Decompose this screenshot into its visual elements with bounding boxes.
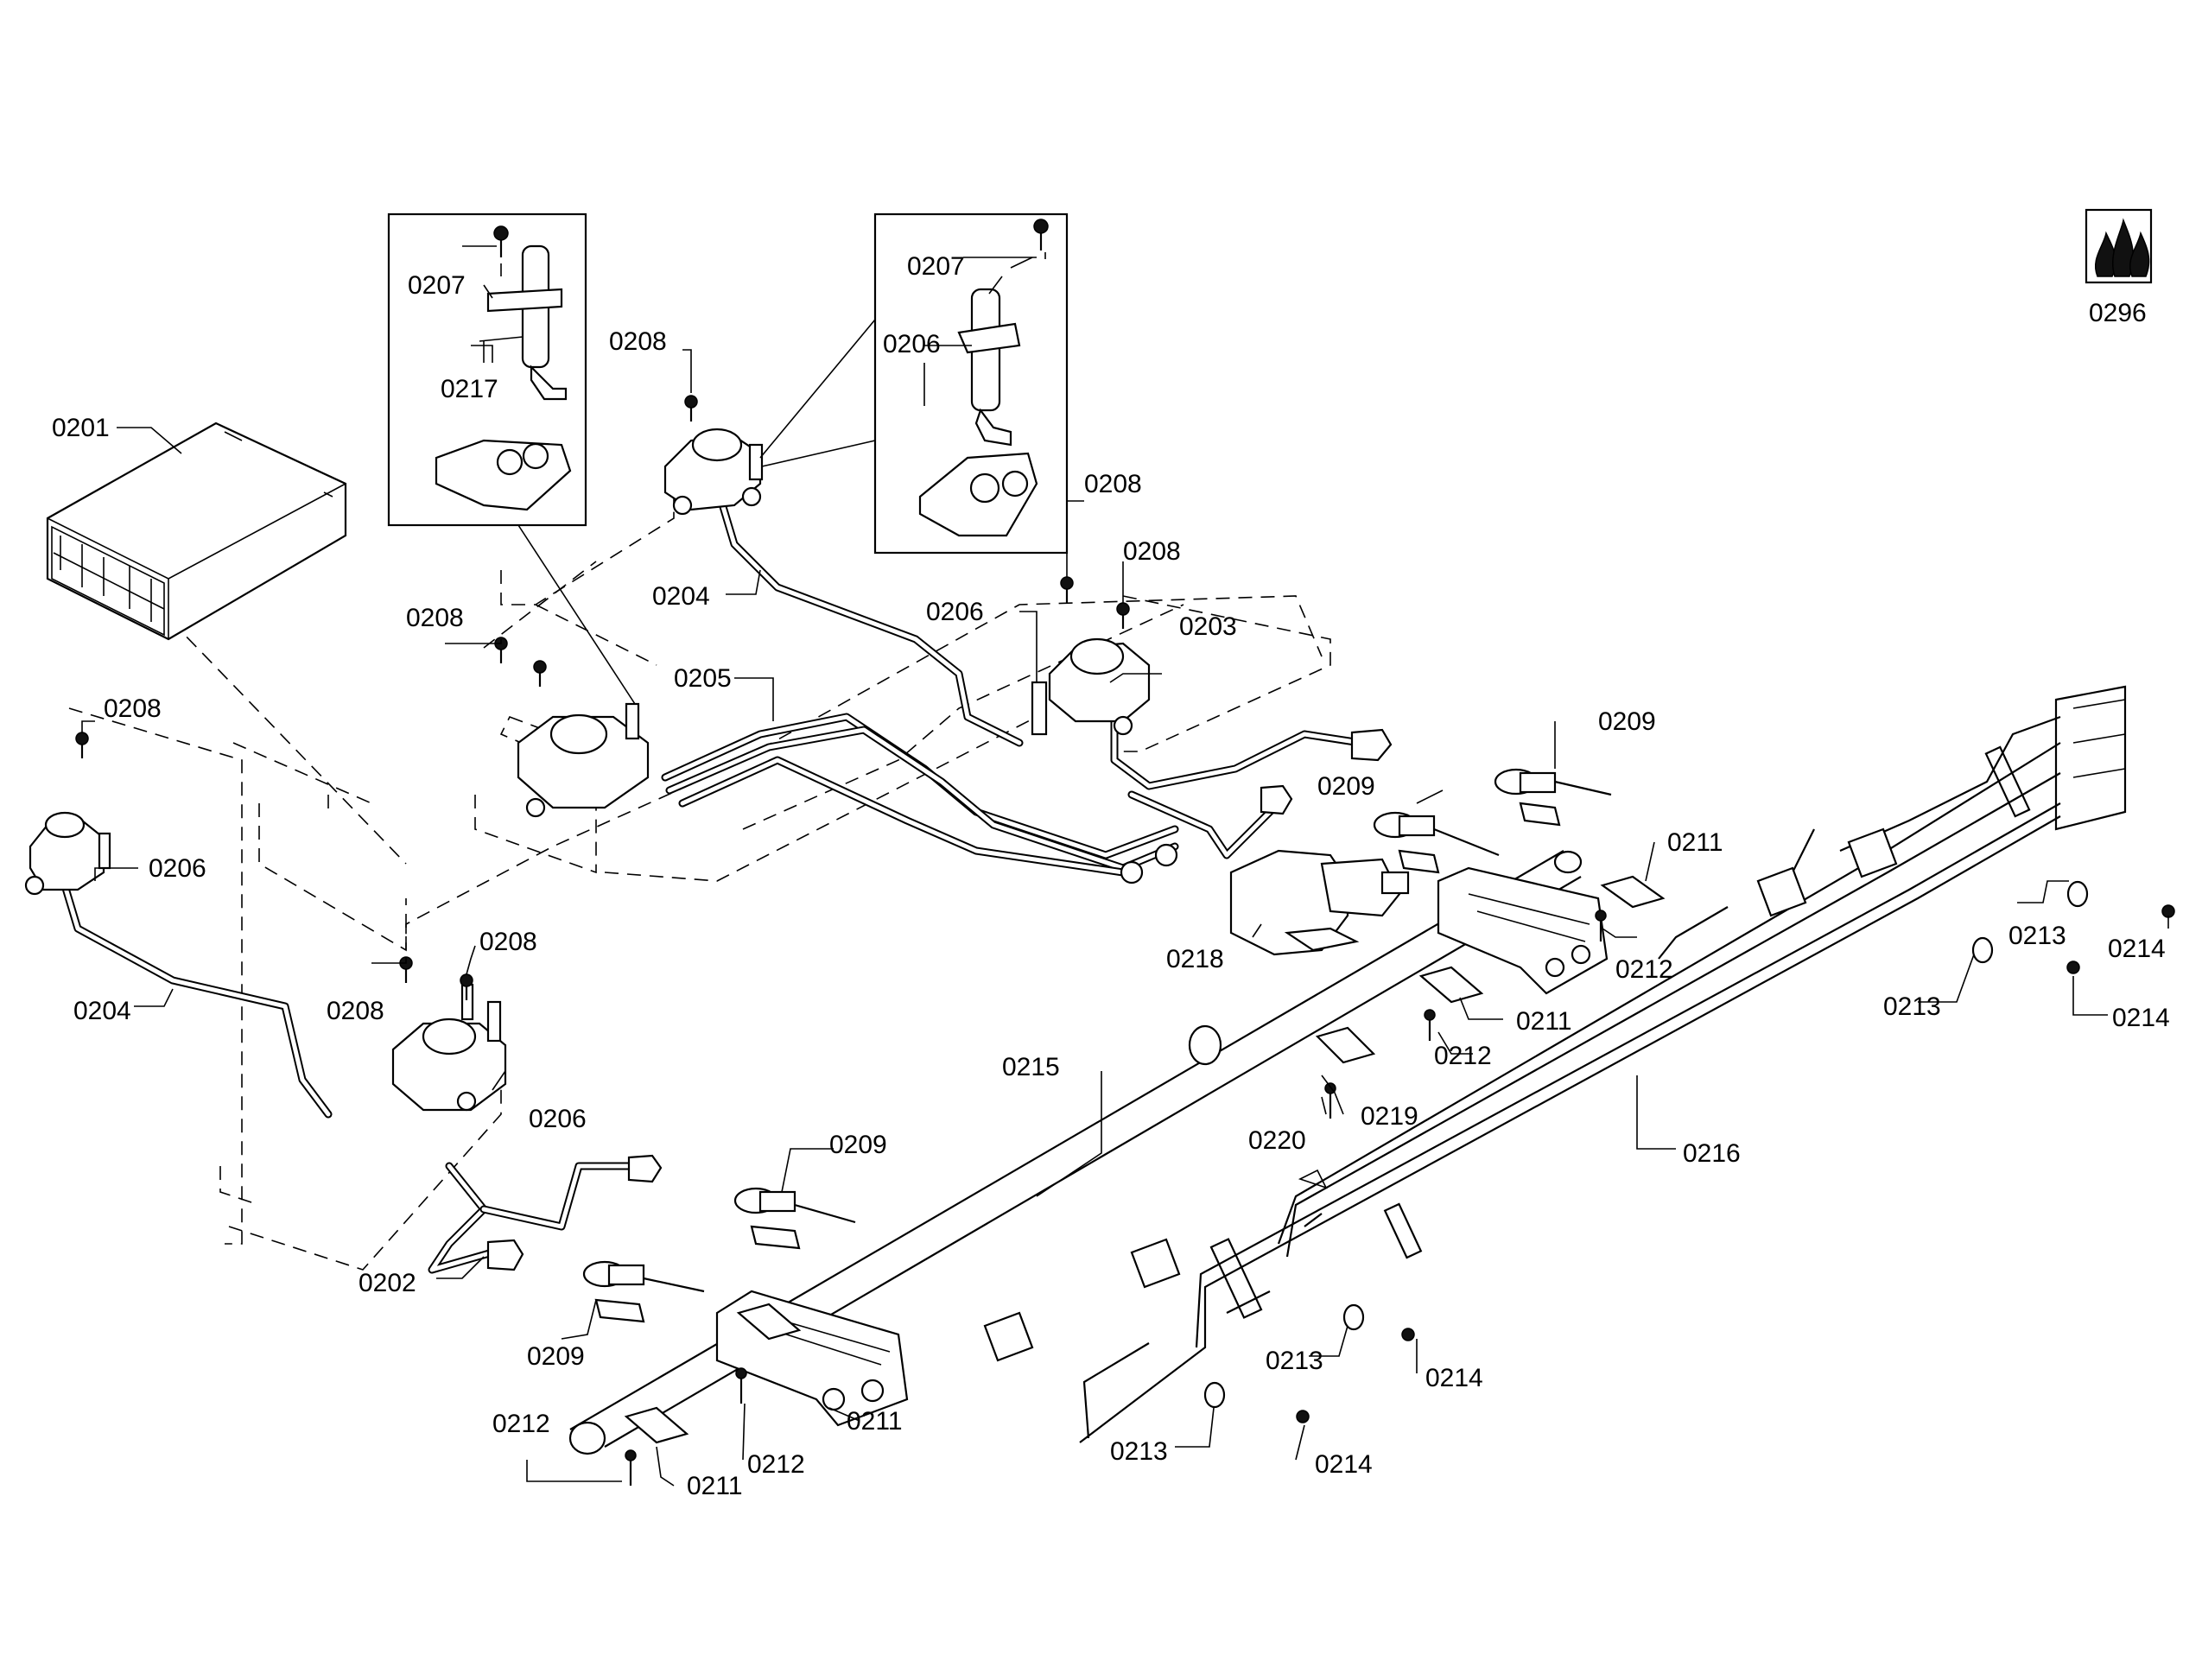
- callout-0211: 0211: [1516, 1007, 1572, 1036]
- callout-0209: 0209: [1317, 772, 1375, 801]
- callout-0213: 0213: [2008, 922, 2066, 950]
- callout-0204: 0204: [652, 582, 710, 611]
- callout-0213: 0213: [1266, 1347, 1323, 1375]
- callout-labels: 0201 0202 0203 0204 0204 0205 0206 0206 …: [52, 252, 2170, 1500]
- burner-base-front-left: [24, 811, 111, 896]
- callout-0212: 0212: [492, 1410, 550, 1438]
- callout-0202: 0202: [359, 1269, 416, 1297]
- leader-lines: [81, 252, 2169, 1487]
- burner-base-front-center: [391, 983, 507, 1112]
- callout-0214: 0214: [1315, 1450, 1373, 1479]
- callout-0213: 0213: [1110, 1437, 1168, 1466]
- clips-and-screws: [624, 875, 1666, 1486]
- callout-0211: 0211: [847, 1407, 903, 1436]
- inset-box-right: [759, 212, 1069, 555]
- screw-icons: [75, 395, 1130, 1000]
- callout-0217: 0217: [441, 375, 498, 403]
- callout-0211: 0211: [1667, 828, 1723, 857]
- callout-0219: 0219: [1361, 1102, 1418, 1131]
- burner-base-rear-right: [1031, 637, 1151, 736]
- callout-0218: 0218: [1166, 945, 1224, 973]
- callout-0206: 0206: [149, 854, 206, 883]
- igniter-harness-0216: [983, 685, 2127, 1443]
- burner-base-rear-left: [663, 428, 764, 516]
- flame-symbol-icon: [2085, 208, 2153, 284]
- callout-0212: 0212: [1434, 1042, 1492, 1070]
- callout-0206: 0206: [883, 330, 941, 358]
- callout-0208: 0208: [479, 928, 537, 956]
- callout-0296: 0296: [2089, 299, 2147, 327]
- callout-0212: 0212: [1615, 955, 1673, 984]
- callout-0206: 0206: [926, 598, 984, 626]
- main-gas-valve-0218: [1229, 849, 1410, 956]
- callout-0205: 0205: [674, 664, 732, 693]
- callout-0213: 0213: [1883, 992, 1941, 1021]
- callout-0207: 0207: [907, 252, 965, 281]
- callout-0212: 0212: [747, 1450, 805, 1479]
- callout-0209: 0209: [1598, 707, 1656, 736]
- callout-0214: 0214: [2108, 935, 2166, 963]
- callout-0204: 0204: [73, 997, 131, 1025]
- callout-0208: 0208: [104, 694, 162, 723]
- callout-0208: 0208: [406, 604, 464, 632]
- dashed-outlines: [68, 484, 1331, 1271]
- callout-0206: 0206: [529, 1105, 587, 1133]
- callout-0209: 0209: [527, 1342, 585, 1371]
- callout-0211: 0211: [687, 1472, 743, 1500]
- callout-0207: 0207: [408, 271, 466, 300]
- callout-0208: 0208: [609, 327, 667, 356]
- spark-module-0201: [46, 422, 347, 641]
- callout-0208: 0208: [327, 997, 384, 1025]
- callout-0220: 0220: [1248, 1126, 1306, 1155]
- callout-0214: 0214: [1425, 1364, 1483, 1392]
- callout-0209: 0209: [829, 1131, 887, 1159]
- callout-0208: 0208: [1123, 537, 1181, 566]
- inset-box-left: [387, 212, 636, 705]
- callout-0216: 0216: [1683, 1139, 1741, 1168]
- callout-0215: 0215: [1002, 1053, 1060, 1081]
- callout-0208: 0208: [1084, 470, 1142, 498]
- callout-0203: 0203: [1179, 612, 1237, 641]
- orifice-holders: [582, 768, 1612, 1323]
- gas-tubes: [60, 497, 1393, 1274]
- callout-0201: 0201: [52, 414, 110, 442]
- callout-0214: 0214: [2112, 1004, 2170, 1032]
- burner-base-center: [517, 702, 650, 818]
